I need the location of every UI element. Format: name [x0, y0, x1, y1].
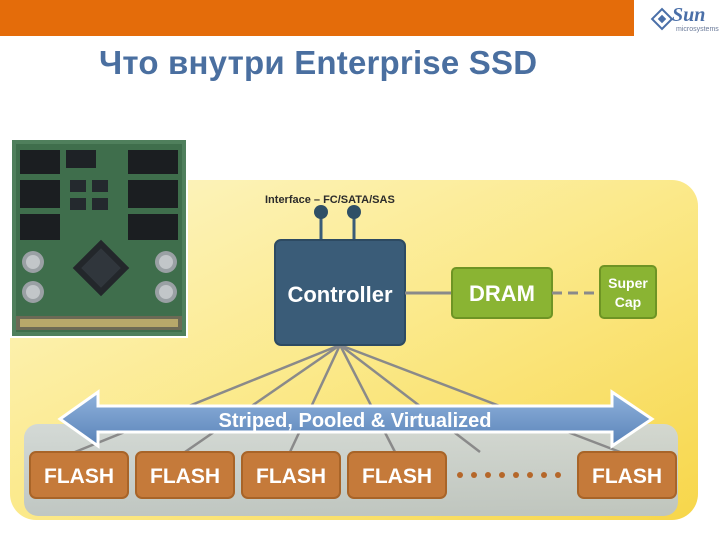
flash-label: FLASH: [362, 465, 432, 488]
dram-label: DRAM: [469, 281, 535, 306]
flash-label: FLASH: [150, 465, 220, 488]
flash-label: FLASH: [44, 465, 114, 488]
flash-label: FLASH: [256, 465, 326, 488]
ssd-board-photo: [8, 138, 188, 338]
interface-label: Interface – FC/SATA/SAS: [265, 194, 395, 206]
supercap-label-line1: Super: [608, 275, 648, 291]
supercap-block: [600, 266, 656, 318]
interface-port-icon: [347, 205, 361, 219]
arrow-label: Striped, Pooled & Virtualized: [218, 410, 491, 432]
flash-label: FLASH: [592, 465, 662, 488]
interface-port-icon: [314, 205, 328, 219]
supercap-label-line2: Cap: [615, 294, 641, 310]
controller-label: Controller: [287, 282, 393, 307]
